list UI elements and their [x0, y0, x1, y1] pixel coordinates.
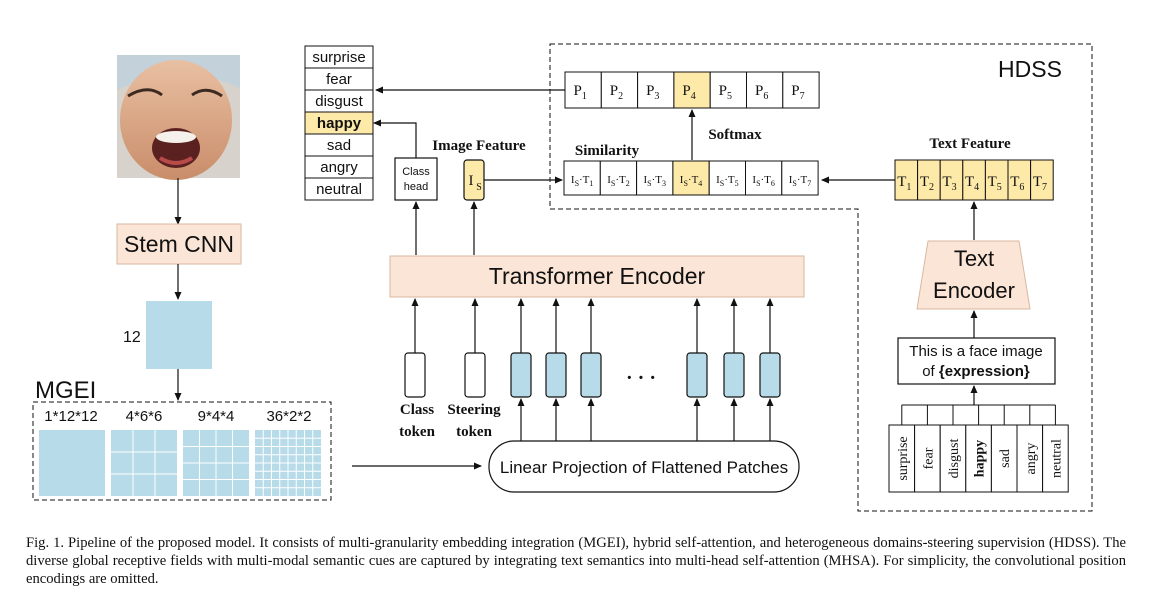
expression-label-disgust: disgust [315, 93, 363, 110]
steering-token-label-2: token [456, 424, 492, 440]
similarity-cell-2 [599, 160, 638, 196]
patch-token-box [580, 352, 602, 398]
figure-caption: Fig. 1. Pipeline of the proposed model. … [26, 535, 1126, 587]
expression-label-fear: fear [326, 71, 352, 88]
text-feature-label: Text Feature [929, 136, 1011, 152]
vertical-expression-cell-sad [990, 424, 1018, 493]
expression-label-angry: angry [320, 159, 358, 176]
vertical-expression-label-angry: angry [1024, 443, 1039, 475]
class-token-box [404, 352, 426, 398]
mgei-label-2: 4*6*6 [126, 408, 163, 425]
vertical-expression-cell-happy [965, 424, 992, 493]
stem-cnn-box [116, 223, 242, 265]
mgei-tiles [39, 430, 321, 496]
hdss-title: HDSS [998, 56, 1062, 82]
mgei-tile-1 [39, 430, 105, 496]
expression-label-surprise: surprise [312, 49, 365, 66]
vertical-expression-label-neutral: neutral [1049, 439, 1064, 478]
patch-token-box [686, 352, 708, 398]
probability-cell-5 [709, 71, 748, 109]
vertical-expression-label-happy: happy [973, 440, 988, 477]
probability-cell-6 [746, 71, 784, 109]
linear-projection-label: Linear Projection of Flattened Patches [500, 458, 788, 477]
vertical-expression-cell-angry [1016, 424, 1044, 493]
mgei-granularity-labels: 1*12*12 4*6*6 9*4*4 36*2*2 [44, 408, 311, 425]
vertical-expression-cell-surprise [888, 424, 916, 493]
steering-token-box [464, 352, 486, 398]
mgei-label-1: 1*12*12 [44, 408, 97, 425]
vertical-expression-label-surprise: surprise [896, 436, 911, 480]
probability-cell-7 [782, 71, 820, 109]
similarity-cell-1 [563, 160, 601, 196]
text-encoder-label-1: Text [954, 246, 994, 271]
ellipsis: · · · [626, 367, 656, 389]
channel-label: 12 [123, 329, 141, 346]
text-encoder-label-2: Encoder [933, 278, 1015, 303]
probability-cell-2 [600, 71, 639, 109]
image-feature-label: Image Feature [432, 138, 526, 154]
text-encoder-box [916, 240, 1031, 310]
probability-cell-4 [673, 71, 711, 109]
probability-cell-3 [637, 71, 675, 109]
softmax-label: Softmax [708, 127, 762, 143]
linear-projection-box [488, 440, 800, 493]
is-feature-box [463, 159, 485, 201]
patch-token-box [545, 352, 567, 398]
prompt-line-2: of {expression} [922, 363, 1030, 380]
mgei-title: MGEI [35, 377, 96, 404]
transformer-encoder-box [389, 255, 805, 298]
similarity-cell-4 [672, 160, 710, 196]
patch-token-box [510, 352, 532, 398]
vertical-expression-cell-disgust [939, 424, 967, 493]
expression-label-happy: happy [317, 115, 362, 132]
similarity-label: Similarity [575, 143, 640, 159]
prompt-box [897, 337, 1056, 385]
mgei-label-3: 9*4*4 [198, 408, 235, 425]
prompt-line-1: This is a face image [909, 343, 1042, 360]
text-feature-cell-7 [1030, 159, 1054, 201]
patch-token-box [723, 352, 745, 398]
mgei-frame [32, 401, 332, 501]
class-token-label-2: token [399, 424, 435, 440]
stem-cnn-label: Stem CNN [124, 231, 234, 257]
class-head-box [394, 157, 438, 201]
hdss-region [549, 43, 1093, 512]
mgei-label-4: 36*2*2 [266, 408, 311, 425]
patch-token-box [759, 352, 781, 398]
expression-label-sad: sad [327, 137, 351, 154]
vertical-expression-label-disgust: disgust [947, 439, 962, 479]
feature-map [146, 301, 212, 369]
token-row [404, 298, 781, 441]
expression-cell-neutral [304, 177, 374, 201]
is-feature-label: I [469, 173, 474, 189]
expression-label-neutral: neutral [316, 181, 362, 198]
arrow-classhead-to-labels [373, 119, 417, 158]
vertical-expression-label-fear: fear [921, 447, 936, 469]
probability-cell-1 [564, 71, 602, 109]
transformer-encoder-label: Transformer Encoder [489, 263, 706, 289]
similarity-cell-5 [708, 160, 747, 196]
class-token-label-1: Class [400, 402, 434, 418]
mgei-tile-2 [111, 430, 177, 496]
steering-token-label-1: Steering [447, 402, 501, 418]
class-head-label-1: Class [402, 166, 430, 178]
pipeline-diagram: Stem CNN 12 MGEI 1*12*12 4*6*6 9*4*4 36*… [32, 43, 1093, 512]
vertical-expression-label-sad: sad [998, 449, 1013, 468]
class-head-label-2: head [404, 181, 428, 193]
expression-list: surprise fear disgust happy sad angry neutral [304, 45, 374, 201]
similarity-cell-7 [781, 160, 819, 196]
vertical-expression-cell-neutral [1042, 424, 1069, 493]
is-feature-subscript: S [476, 182, 482, 193]
similarity-cell-3 [636, 160, 674, 196]
vertical-expression-list: surprise fear disgust happy sad angry neutral [888, 404, 1069, 493]
face-image [117, 55, 240, 180]
